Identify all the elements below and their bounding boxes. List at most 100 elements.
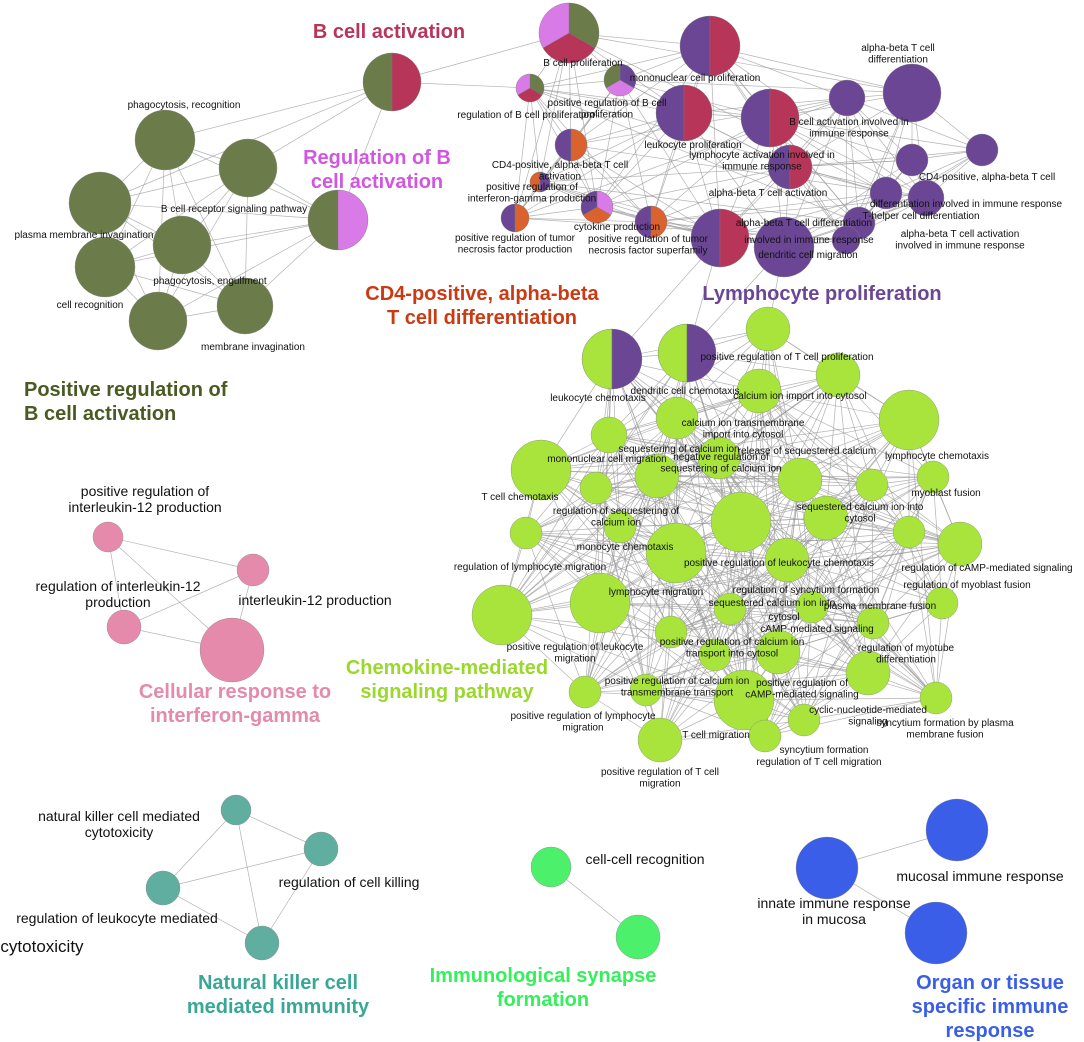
- network-node[interactable]: [199, 617, 265, 683]
- network-node[interactable]: [106, 609, 142, 645]
- network-node[interactable]: [580, 190, 614, 224]
- network-node[interactable]: [145, 870, 181, 906]
- network-node[interactable]: [128, 291, 188, 351]
- network-node[interactable]: [538, 2, 600, 64]
- network-node[interactable]: [787, 703, 821, 737]
- network-node[interactable]: [515, 73, 545, 103]
- network-node[interactable]: [307, 189, 369, 251]
- edge: [501, 434, 610, 616]
- node-label: cytotoxicity: [0, 937, 84, 956]
- network-node[interactable]: [603, 510, 637, 544]
- network-node[interactable]: [218, 138, 278, 198]
- network-node[interactable]: [500, 203, 530, 233]
- network-node[interactable]: [925, 586, 959, 620]
- network-node[interactable]: [657, 323, 717, 383]
- network-node[interactable]: [568, 675, 602, 709]
- edge: [718, 419, 910, 459]
- edge: [758, 390, 827, 519]
- network-node[interactable]: [916, 460, 950, 494]
- network-node[interactable]: [569, 572, 631, 634]
- network-node[interactable]: [530, 846, 572, 888]
- network-node[interactable]: [236, 553, 270, 587]
- network-node[interactable]: [615, 914, 661, 960]
- network-node[interactable]: [907, 179, 945, 217]
- network-node[interactable]: [529, 171, 551, 193]
- network-node[interactable]: [645, 522, 707, 584]
- network-node[interactable]: [590, 416, 628, 454]
- network-node[interactable]: [937, 521, 983, 567]
- network-node[interactable]: [471, 584, 533, 646]
- network-node[interactable]: [869, 176, 903, 210]
- network-node[interactable]: [892, 515, 926, 549]
- network-node[interactable]: [244, 925, 280, 961]
- network-node[interactable]: [216, 277, 274, 335]
- network-node[interactable]: [795, 836, 859, 900]
- node-label: regulation of leukocyte mediated: [16, 910, 218, 926]
- network-node[interactable]: [795, 590, 829, 624]
- network-node[interactable]: [698, 638, 732, 672]
- network-node[interactable]: [713, 669, 775, 731]
- network-node[interactable]: [581, 328, 643, 390]
- network-node[interactable]: [878, 389, 940, 451]
- network-node[interactable]: [655, 396, 699, 440]
- network-node[interactable]: [895, 143, 929, 177]
- network-node[interactable]: [152, 215, 212, 275]
- network-node[interactable]: [828, 79, 866, 117]
- network-node[interactable]: [509, 516, 543, 550]
- edge: [740, 419, 910, 523]
- network-node[interactable]: [510, 439, 572, 501]
- network-node[interactable]: [755, 629, 801, 675]
- network-node[interactable]: [92, 521, 124, 553]
- network-node[interactable]: [748, 719, 782, 753]
- network-node[interactable]: [655, 84, 713, 142]
- network-node[interactable]: [220, 794, 252, 826]
- network-node[interactable]: [764, 537, 810, 583]
- network-node[interactable]: [882, 63, 942, 123]
- network-node[interactable]: [925, 798, 989, 862]
- network-node[interactable]: [634, 453, 680, 499]
- network-node[interactable]: [736, 368, 782, 414]
- network-node[interactable]: [919, 681, 953, 715]
- network-node[interactable]: [753, 216, 815, 278]
- network-node[interactable]: [856, 606, 890, 640]
- network-node[interactable]: [831, 225, 861, 255]
- node-slice: [568, 2, 600, 49]
- network-node[interactable]: [554, 128, 588, 162]
- network-node[interactable]: [579, 471, 613, 505]
- network-node[interactable]: [904, 901, 968, 965]
- network-node[interactable]: [697, 436, 741, 480]
- network-node[interactable]: [637, 717, 683, 763]
- network-node[interactable]: [815, 352, 861, 398]
- network-node[interactable]: [68, 171, 132, 235]
- network-node[interactable]: [679, 15, 741, 77]
- network-node[interactable]: [767, 144, 813, 190]
- network-node[interactable]: [654, 615, 688, 649]
- network-node[interactable]: [777, 457, 823, 503]
- network-node[interactable]: [855, 468, 889, 502]
- network-node[interactable]: [713, 592, 747, 626]
- network-node[interactable]: [603, 63, 637, 97]
- network-node[interactable]: [845, 650, 891, 696]
- network-node[interactable]: [745, 306, 791, 352]
- edge: [729, 479, 801, 610]
- network-node[interactable]: [634, 205, 668, 239]
- network-node[interactable]: [362, 52, 422, 112]
- node-disc: [697, 436, 741, 480]
- network-node[interactable]: [965, 133, 999, 167]
- network-node[interactable]: [629, 673, 663, 707]
- node-label: CD4-positive, alpha-beta T cell: [919, 172, 1055, 183]
- network-node[interactable]: [74, 236, 136, 298]
- node-slice: [603, 63, 621, 89]
- edge: [803, 622, 874, 721]
- network-node[interactable]: [690, 208, 750, 268]
- network-node[interactable]: [134, 109, 196, 171]
- network-node[interactable]: [740, 88, 800, 148]
- node-label: regulation of lymphocyte migration: [454, 562, 606, 573]
- network-node[interactable]: [710, 491, 772, 553]
- node-disc: [753, 216, 815, 278]
- network-node[interactable]: [303, 831, 339, 867]
- edge: [670, 517, 827, 633]
- node-label: plasma membrane fusion: [824, 601, 936, 612]
- network-node[interactable]: [803, 495, 849, 541]
